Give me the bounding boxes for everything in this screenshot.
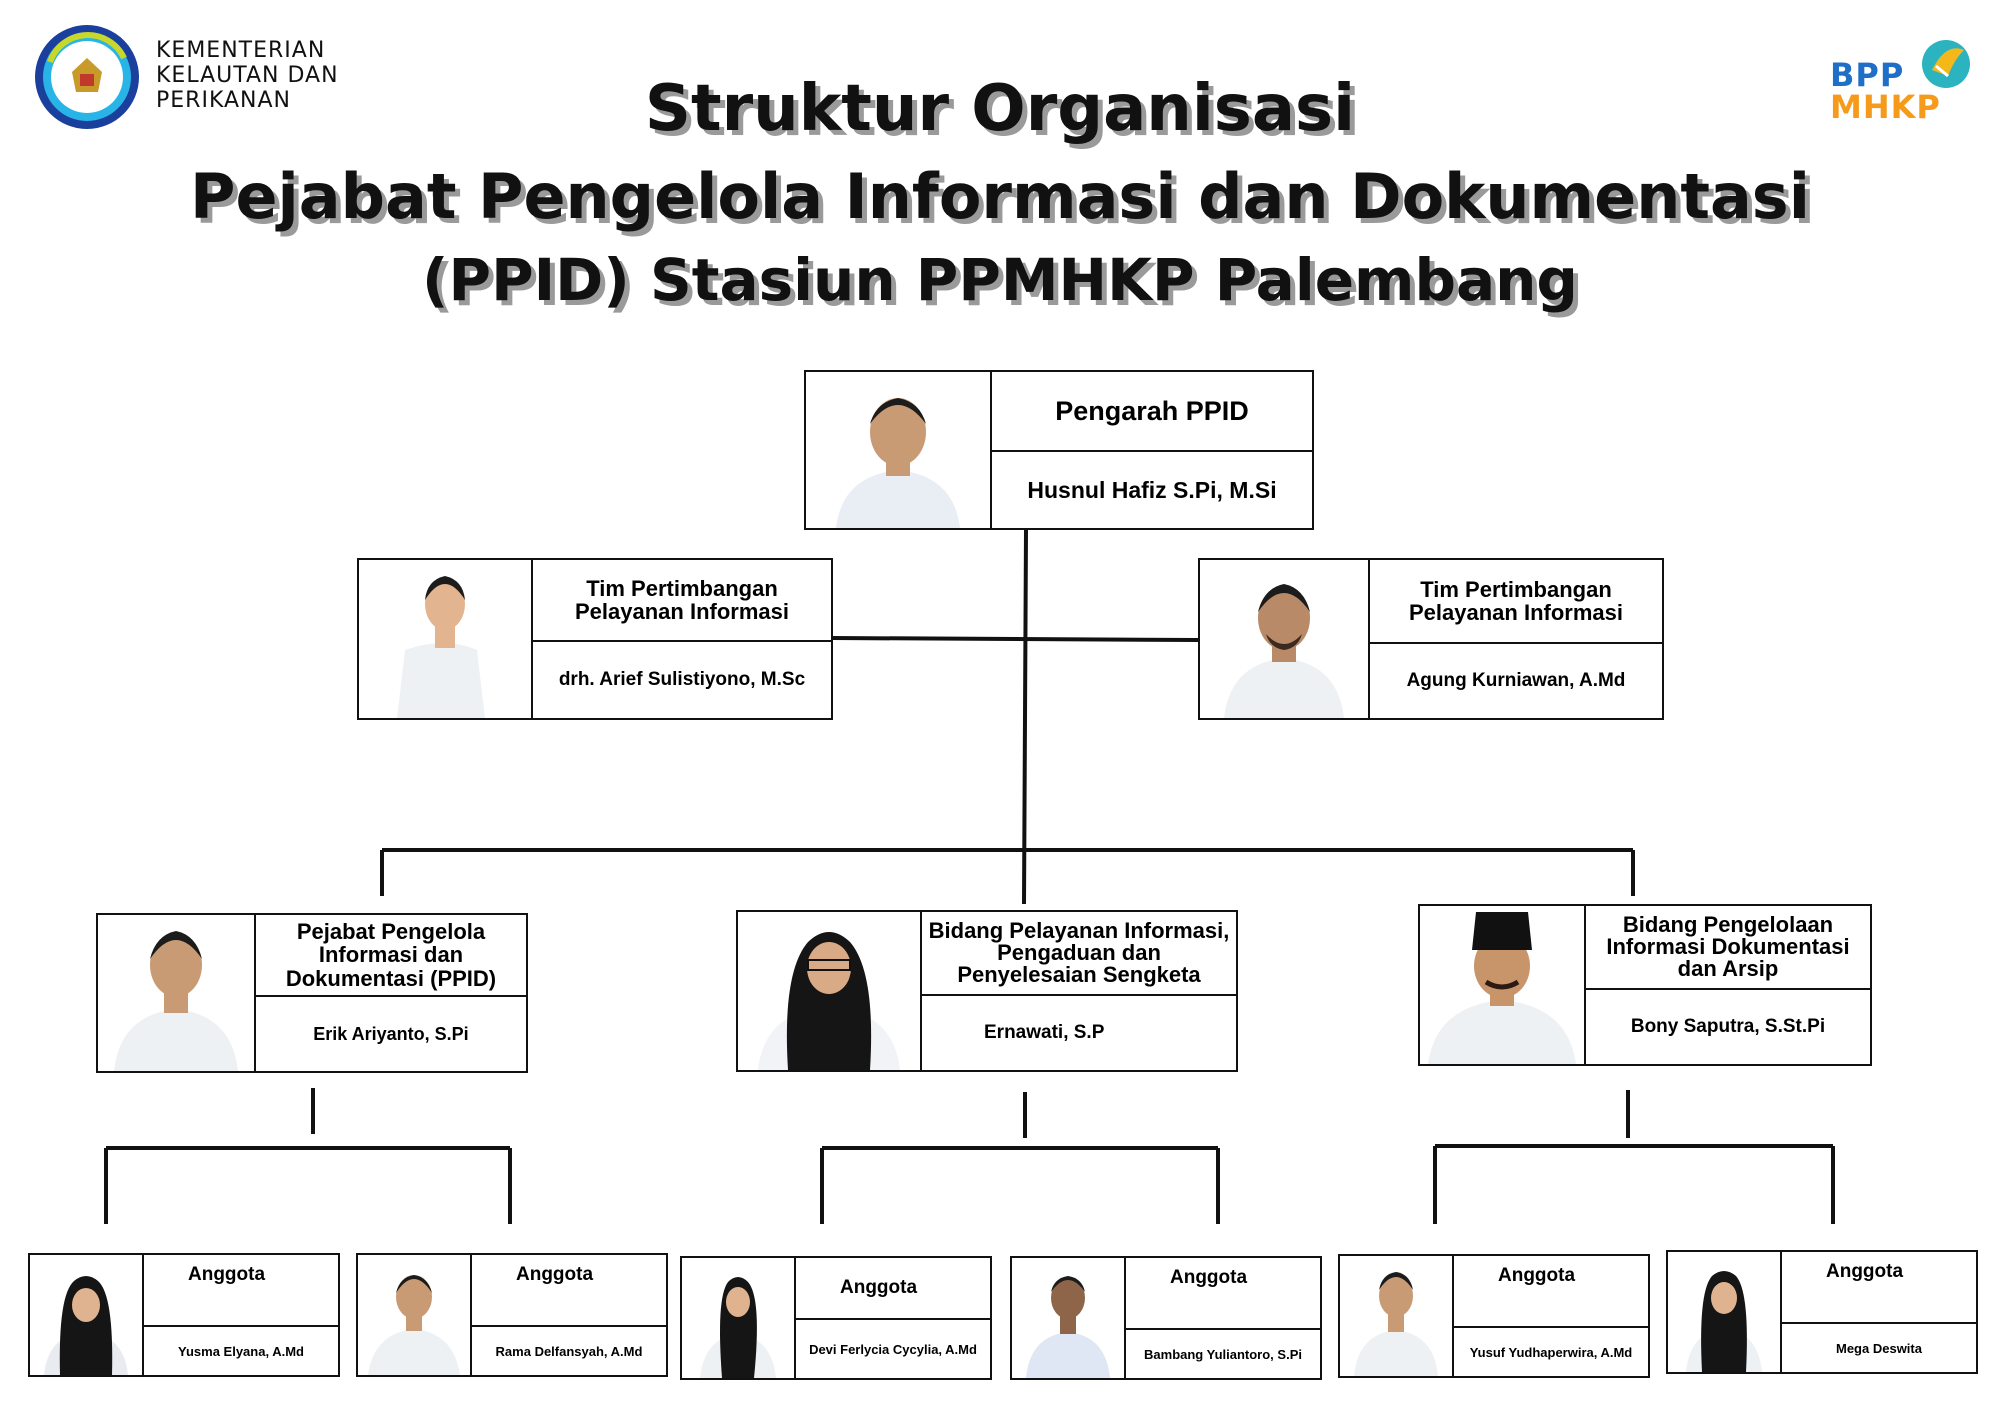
card-advisor-left: Tim Pertimbangan Pelayanan Informasi drh… bbox=[357, 558, 833, 720]
photo-pengarah bbox=[806, 372, 992, 528]
person-name: Yusma Elyana, A.Md bbox=[178, 1343, 304, 1359]
page-title-line-2: Pejabat Pengelola Informasi dan Dokument… bbox=[190, 160, 1810, 233]
role-label: Anggota bbox=[1782, 1252, 1976, 1324]
card-member: Anggota Mega Deswita bbox=[1666, 1250, 1978, 1374]
card-unit-ppid: Pejabat Pengelola Informasi dan Dokument… bbox=[96, 913, 528, 1073]
card-advisor-right: Tim Pertimbangan Pelayanan Informasi Agu… bbox=[1198, 558, 1664, 720]
card-pengarah: Pengarah PPID Husnul Hafiz S.Pi, M.Si bbox=[804, 370, 1314, 530]
person-name: Devi Ferlycia Cycylia, A.Md bbox=[809, 1341, 977, 1357]
card-member: Anggota Yusuf Yudhaperwira, A.Md bbox=[1338, 1254, 1650, 1378]
ministry-name: KEMENTERIAN KELAUTAN DAN PERIKANAN bbox=[156, 38, 339, 113]
person-avatar-icon bbox=[758, 932, 900, 1070]
role-label: Pejabat Pengelola Informasi dan Dokument… bbox=[256, 915, 526, 997]
photo-advisor bbox=[1200, 560, 1370, 718]
person-name: Yusuf Yudhaperwira, A.Md bbox=[1469, 1344, 1633, 1360]
role-label: Anggota bbox=[796, 1258, 990, 1320]
card-unit-dokumentasi: Bidang Pengelolaan Informasi Dokumentasi… bbox=[1418, 904, 1872, 1066]
card-member: Anggota Devi Ferlycia Cycylia, A.Md bbox=[680, 1256, 992, 1380]
person-avatar-icon bbox=[397, 576, 485, 718]
photo-unit bbox=[1420, 906, 1586, 1064]
role-label: Anggota bbox=[1126, 1258, 1320, 1330]
role-label: Pengarah PPID bbox=[992, 372, 1312, 452]
person-name: Rama Delfansyah, A.Md bbox=[495, 1343, 643, 1359]
page-title-line-1: Struktur Organisasi bbox=[644, 72, 1356, 146]
card-unit-pelayanan: Bidang Pelayanan Informasi, Pengaduan da… bbox=[736, 910, 1238, 1072]
role-label: Anggota bbox=[1454, 1256, 1648, 1328]
person-avatar-icon bbox=[700, 1277, 776, 1378]
card-member: Anggota Bambang Yuliantoro, S.Pi bbox=[1010, 1256, 1322, 1380]
person-name: Ernawati, S.P bbox=[984, 1022, 1105, 1043]
role-label: Tim Pertimbangan Pelayanan Informasi bbox=[533, 560, 831, 642]
photo-member bbox=[30, 1255, 144, 1375]
person-name: Agung Kurniawan, A.Md bbox=[1406, 670, 1626, 691]
role-label: Tim Pertimbangan Pelayanan Informasi bbox=[1370, 560, 1662, 644]
role-label: Bidang Pengelolaan Informasi Dokumentasi… bbox=[1586, 906, 1870, 990]
photo-unit bbox=[98, 915, 256, 1071]
leaf-icon bbox=[1922, 40, 1970, 88]
role-label: Anggota bbox=[144, 1255, 338, 1327]
person-avatar-icon bbox=[836, 398, 960, 528]
person-avatar-icon bbox=[368, 1275, 460, 1375]
person-avatar-icon bbox=[1026, 1276, 1110, 1378]
person-name: Mega Deswita bbox=[1836, 1340, 1922, 1356]
photo-advisor bbox=[359, 560, 533, 718]
person-avatar-icon bbox=[1224, 584, 1344, 718]
ministry-line: KELAUTAN DAN bbox=[156, 63, 339, 88]
photo-member bbox=[1668, 1252, 1782, 1372]
photo-member bbox=[1012, 1258, 1126, 1378]
role-label: Anggota bbox=[472, 1255, 666, 1327]
person-name: Husnul Hafiz S.Pi, M.Si bbox=[1027, 476, 1277, 503]
photo-unit bbox=[738, 912, 922, 1070]
person-avatar-icon bbox=[1686, 1271, 1762, 1372]
ministry-line: PERIKANAN bbox=[156, 88, 291, 113]
brand-line-1: BPP bbox=[1830, 56, 1905, 94]
photo-member bbox=[682, 1258, 796, 1378]
person-name: Bony Saputra, S.St.Pi bbox=[1630, 1016, 1826, 1037]
person-avatar-icon bbox=[44, 1276, 128, 1375]
card-member: Anggota Yusma Elyana, A.Md bbox=[28, 1253, 340, 1377]
brand-line-2: MHKP bbox=[1830, 88, 1941, 126]
card-member: Anggota Rama Delfansyah, A.Md bbox=[356, 1253, 668, 1377]
bppmhkp-logo: BPP MHKP bbox=[1830, 36, 1980, 126]
person-name: Bambang Yuliantoro, S.Pi bbox=[1144, 1346, 1302, 1362]
page-title-line-3: (PPID) Stasiun PPMHKP Palembang bbox=[422, 246, 1578, 314]
person-avatar-icon bbox=[1428, 912, 1576, 1064]
role-label: Bidang Pelayanan Informasi, Pengaduan da… bbox=[922, 912, 1236, 996]
person-name: Erik Ariyanto, S.Pi bbox=[313, 1023, 469, 1044]
person-avatar-icon bbox=[114, 931, 238, 1071]
ministry-line: KEMENTERIAN bbox=[156, 38, 326, 63]
person-name: drh. Arief Sulistiyono, M.Sc bbox=[558, 669, 806, 690]
kkp-logo bbox=[32, 22, 142, 132]
person-avatar-icon bbox=[1354, 1272, 1438, 1376]
photo-member bbox=[1340, 1256, 1454, 1376]
photo-member bbox=[358, 1255, 472, 1375]
